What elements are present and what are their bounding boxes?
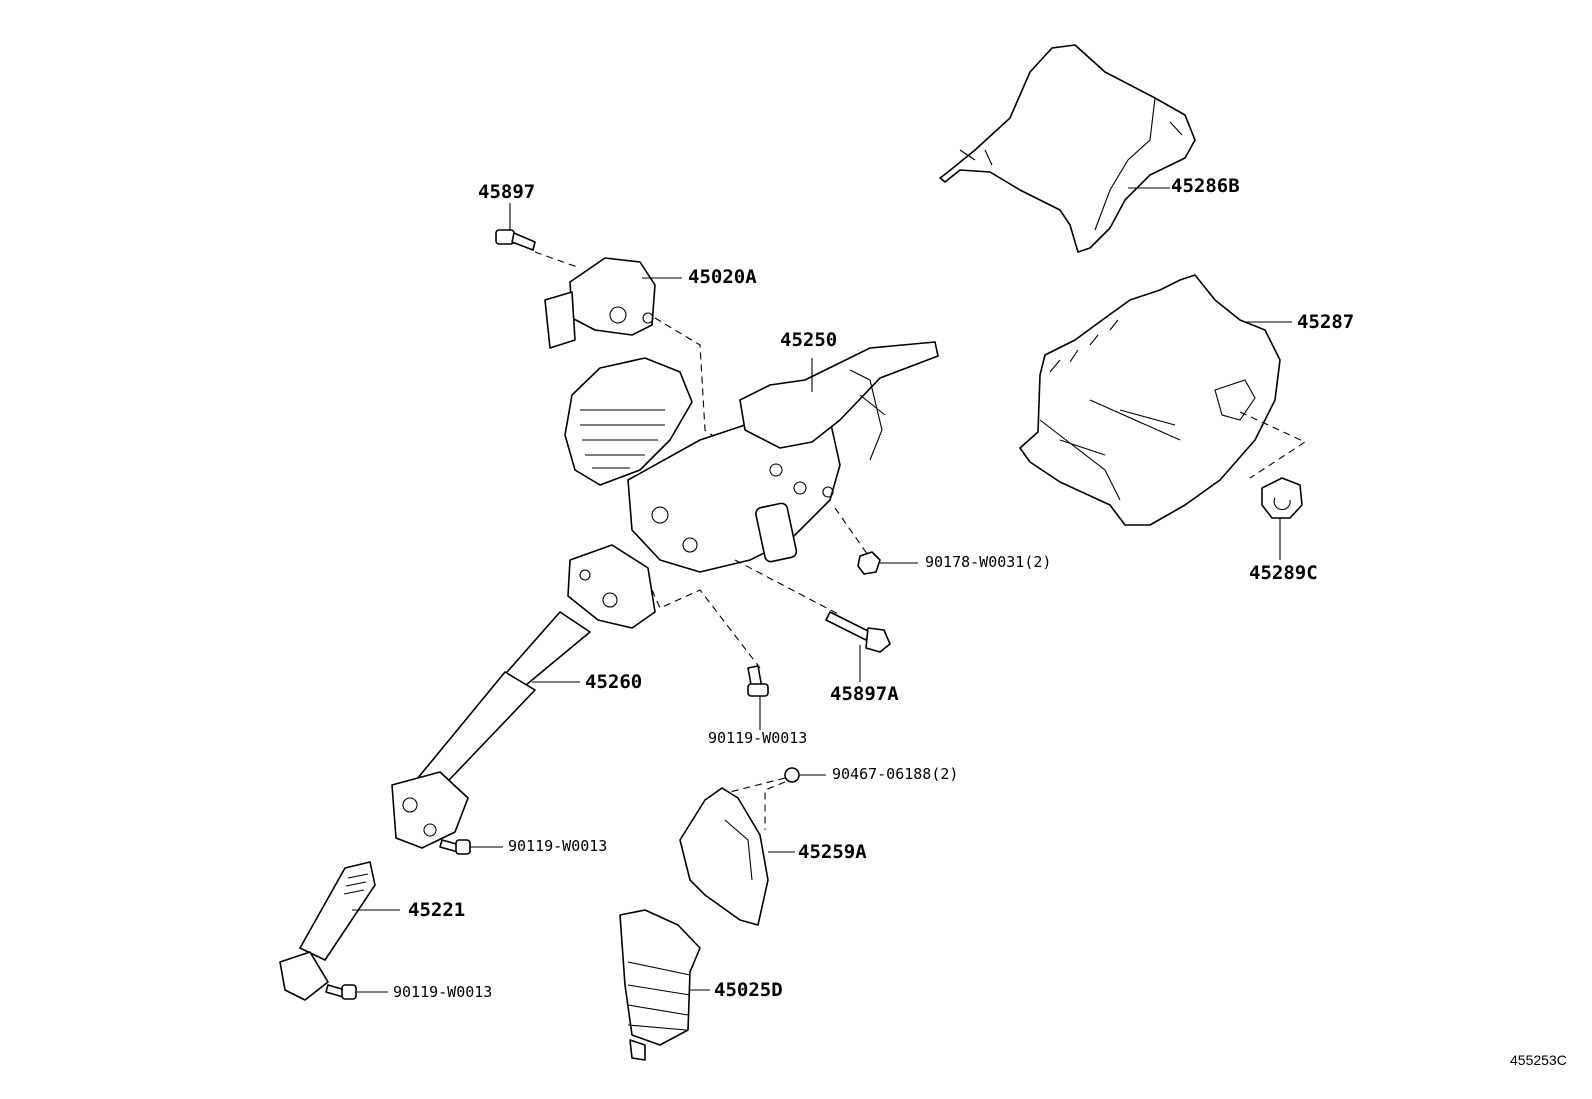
label-90119-w0013-b: 90119-W0013	[508, 837, 608, 855]
bolt-90119-w0013-a[interactable]	[747, 665, 769, 697]
bolt-90119-w0013-c[interactable]	[325, 984, 357, 1000]
lower-column-cover-45287[interactable]	[1019, 274, 1281, 526]
steering-column-45250[interactable]	[564, 341, 939, 573]
upper-column-cover-45286b[interactable]	[939, 44, 1196, 253]
label-45260: 45260	[585, 671, 643, 693]
dash-column-45897a	[734, 559, 841, 616]
label-90119-w0013-c: 90119-W0013	[393, 983, 493, 1001]
nut-90178-w0031[interactable]	[857, 551, 881, 575]
intermediate-shaft-45260[interactable]	[391, 544, 656, 849]
cover-cap-45289c[interactable]	[1261, 477, 1303, 519]
bolt-90119-w0013-b[interactable]	[439, 839, 471, 855]
dash-column-90178	[834, 507, 871, 559]
label-90467-06188: 90467-06188(2)	[832, 765, 959, 783]
dash-column-90119a	[651, 589, 761, 669]
boot-45025d[interactable]	[619, 909, 701, 1061]
cover-45259a[interactable]	[679, 787, 769, 926]
label-90178-w0031: 90178-W0031(2)	[925, 553, 1052, 571]
label-45289c: 45289C	[1249, 562, 1318, 584]
dash-90467-45259a	[729, 777, 786, 830]
label-45025d: 45025D	[714, 979, 783, 1001]
bolt-45897[interactable]	[495, 229, 536, 251]
bolt-45897a[interactable]	[825, 611, 891, 653]
label-45020a: 45020A	[688, 266, 757, 288]
label-45286b: 45286B	[1171, 175, 1240, 197]
label-45287: 45287	[1297, 311, 1355, 333]
diagram-reference-code: 455253C	[1510, 1052, 1567, 1068]
clip-90467-06188[interactable]	[784, 767, 800, 783]
label-45221: 45221	[408, 899, 466, 921]
steering-shaft-45221[interactable]	[279, 861, 376, 1001]
dash-45020a-column	[654, 317, 731, 449]
label-45259a: 45259A	[798, 841, 867, 863]
label-45897a: 45897A	[830, 683, 899, 705]
label-45897: 45897	[478, 181, 536, 203]
label-45250: 45250	[780, 329, 838, 351]
dash-45897-45020a	[534, 251, 581, 269]
label-90119-w0013-a: 90119-W0013	[708, 729, 808, 747]
switch-assy-45020a[interactable]	[544, 257, 656, 349]
